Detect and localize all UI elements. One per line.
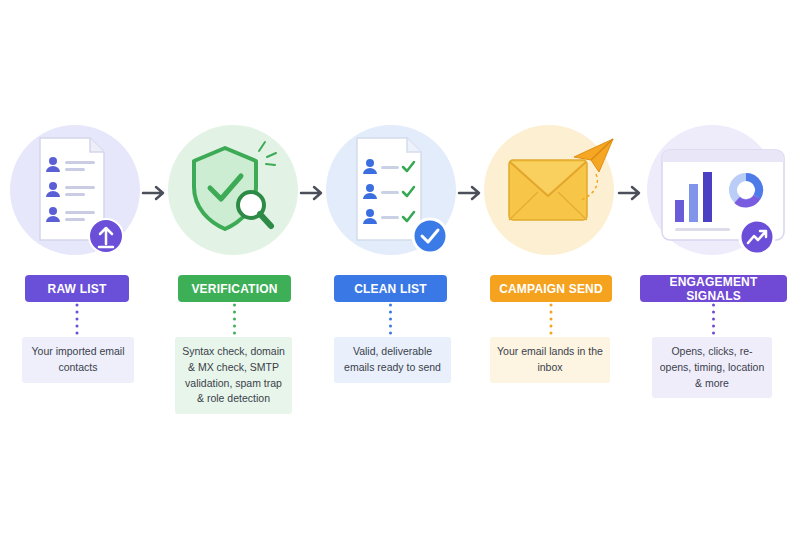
donut-chart [733, 177, 759, 203]
check-marks [403, 162, 414, 221]
upload-badge [89, 219, 123, 253]
trend-badge [740, 220, 774, 254]
paper-plane-fold [591, 139, 613, 160]
chart-bar [675, 200, 684, 222]
paper-plane [574, 139, 613, 172]
stage-label: CAMPAIGN SEND [490, 275, 612, 302]
stage-label: RAW LIST [25, 275, 129, 302]
text-line [65, 161, 95, 164]
stage-description: Your email lands in the inbox [490, 337, 610, 383]
flight-trail [579, 174, 597, 201]
icon-backdrop [168, 125, 298, 255]
stage-text: Your email lands in the inbox [496, 344, 604, 376]
stage-text: Opens, clicks, re-opens, timing, locatio… [658, 344, 766, 391]
stage-description: Syntax check, domain & MX check, SMTP va… [175, 337, 292, 414]
person-icon [366, 184, 374, 192]
stage-label: ENGAGEMENT SIGNALS [640, 275, 787, 302]
engagement-icon [647, 125, 784, 255]
dotted-connector [389, 305, 392, 334]
dotted-connector [76, 305, 79, 334]
document-fold [407, 138, 421, 152]
envelope [509, 160, 587, 220]
flow-arrow [143, 187, 163, 199]
stage-description: Opens, clicks, re-opens, timing, locatio… [652, 337, 772, 398]
contact-icons [363, 159, 377, 224]
person-icon [46, 191, 60, 197]
stage-text: Valid, deliverable emails ready to send [340, 344, 445, 376]
stage-title: VERIFICATION [191, 282, 277, 296]
person-icon [49, 182, 57, 190]
text-line [65, 218, 85, 221]
dotted-connector [712, 305, 715, 334]
upload-arrow [99, 228, 113, 247]
stage-title: RAW LIST [48, 282, 107, 296]
text-line [65, 186, 95, 189]
check-badge [413, 219, 447, 253]
icon-backdrop [326, 125, 456, 255]
text-line [65, 168, 85, 171]
verification-icon [168, 125, 298, 255]
chart-bar [689, 184, 698, 222]
person-icon [363, 193, 377, 199]
donut-segment [737, 197, 757, 203]
text-line [675, 228, 730, 231]
stage-text: Syntax check, domain & MX check, SMTP va… [181, 344, 286, 407]
text-line [381, 216, 399, 219]
stage-title: ENGAGEMENT SIGNALS [644, 275, 783, 303]
text-line [381, 191, 399, 194]
card-header [662, 150, 784, 162]
flow-arrow [619, 187, 639, 199]
person-icon [366, 159, 374, 167]
sparkle-lines [259, 142, 276, 165]
stage-title: CLEAN LIST [354, 282, 427, 296]
text-line [65, 193, 85, 196]
stage-description: Your imported email contacts [22, 337, 134, 383]
raw-list-icon [10, 125, 140, 255]
stage-text: Your imported email contacts [28, 344, 128, 376]
check-mark [422, 230, 438, 242]
magnifier-handle [260, 214, 271, 226]
trend-arrow [748, 231, 766, 243]
document-fold [90, 138, 104, 152]
contact-icons [46, 157, 60, 222]
person-icon [366, 209, 374, 217]
icon-backdrop [484, 125, 614, 255]
clean-list-icon [326, 125, 456, 255]
stage-label: VERIFICATION [178, 275, 291, 302]
icon-backdrop [10, 125, 140, 255]
person-icon [363, 218, 377, 224]
text-lines [381, 166, 399, 219]
person-icon [49, 207, 57, 215]
stage-title: CAMPAIGN SEND [499, 282, 603, 296]
dotted-connector [550, 305, 553, 334]
person-icon [49, 157, 57, 165]
text-line [65, 211, 95, 214]
text-line [381, 166, 399, 169]
dotted-connector [233, 305, 236, 334]
donut-segment [746, 177, 759, 197]
campaign-send-icon [484, 125, 614, 255]
flow-arrow [301, 187, 321, 199]
stage-description: Valid, deliverable emails ready to send [334, 337, 451, 383]
document-sheet [357, 138, 421, 240]
check-mark [210, 176, 241, 199]
chart-bar [703, 172, 712, 222]
person-icon [46, 216, 60, 222]
stage-label: CLEAN LIST [334, 275, 447, 302]
person-icon [363, 168, 377, 174]
person-icon [46, 166, 60, 172]
envelope-flap [510, 162, 586, 196]
text-lines [65, 161, 95, 221]
flow-arrow [459, 187, 479, 199]
